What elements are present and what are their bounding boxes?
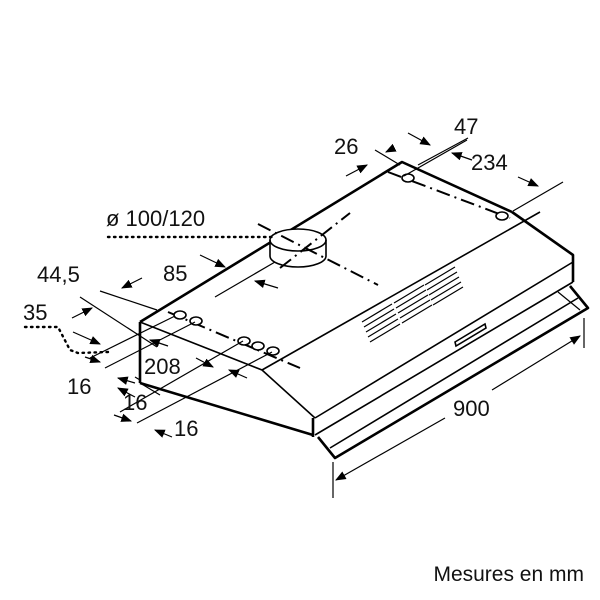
hood-front-bottom-line [314,281,574,436]
rear-hole-2 [495,211,509,221]
dim-label-16-a: 16 [67,374,91,399]
dim-label-duct-diameter: ø 100/120 [106,206,205,231]
rear-holes-axis [387,171,511,219]
dim-label-44-5: 44,5 [37,262,80,287]
vent-grille [361,266,464,343]
hood-bottom-edge [139,381,314,437]
hood-visor [316,285,590,460]
offset-35-leader [23,325,110,355]
dim-label-16-b: 16 [123,390,147,415]
hood-panel-crease [261,211,541,371]
dim-label-900: 900 [453,396,490,421]
dim-label-26: 26 [334,134,358,159]
dim-label-208: 208 [144,354,181,379]
dim-lines-top [345,132,564,212]
dim-label-35: 35 [23,300,47,325]
hood-body [138,160,590,460]
dim-label-47: 47 [454,114,478,139]
front-hole-4 [251,341,265,351]
front-hole-3 [237,336,251,346]
mounting-holes [173,173,509,356]
front-holes-axis [167,311,301,369]
units-caption: Mesures en mm [433,563,584,586]
hood-top-edge [139,160,513,324]
hood-side-line [139,382,161,396]
dim-label-85: 85 [163,261,187,286]
hood-front-top-line [314,261,574,419]
hood-visor-end [557,291,581,311]
rear-hole-1 [401,173,415,183]
front-hole-1 [173,310,187,320]
dim-lines-left [71,254,279,438]
dim-line-width [332,318,585,498]
hood-right-corner [511,210,575,282]
indicator-slot [454,322,487,348]
dim-label-16-c: 16 [174,416,198,441]
duct-axis-1 [257,223,379,286]
duct-collar [269,228,327,268]
dim-label-234: 234 [471,150,508,175]
hood-visor-line [329,297,579,449]
